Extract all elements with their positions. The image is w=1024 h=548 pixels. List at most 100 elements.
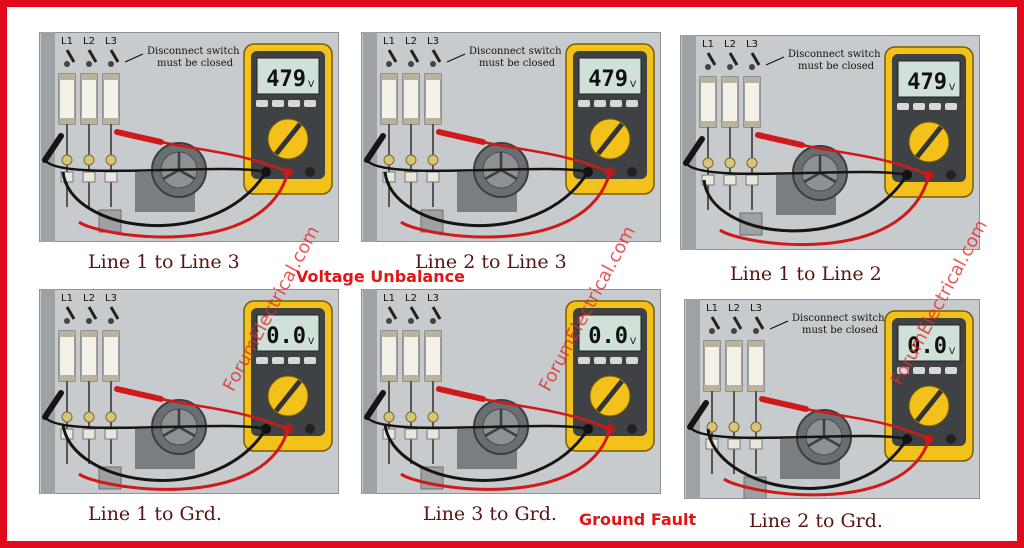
black-probe-cable bbox=[684, 162, 908, 177]
switch-label-l3: L3 bbox=[105, 293, 117, 304]
switch-blade-icon bbox=[87, 306, 98, 320]
switch-pivot-icon bbox=[753, 328, 759, 334]
amp-jack-icon bbox=[305, 424, 315, 434]
switch-label-l1: L1 bbox=[61, 293, 73, 304]
lcd-display bbox=[897, 324, 961, 362]
switch-blade-icon bbox=[754, 316, 765, 330]
contact-icon bbox=[404, 171, 418, 183]
switch-blade-icon bbox=[387, 306, 398, 320]
terminal-icon bbox=[427, 154, 439, 166]
meter-button-icon bbox=[929, 367, 941, 374]
terminal-icon bbox=[83, 154, 95, 166]
red-probe-cable bbox=[160, 140, 289, 174]
meter-button-icon bbox=[610, 357, 622, 364]
dial-pointer-icon bbox=[915, 125, 943, 159]
contact-icon bbox=[701, 174, 715, 186]
contact-icon bbox=[82, 428, 96, 440]
switch-blade-icon bbox=[65, 49, 76, 63]
meter-unit: V bbox=[949, 347, 956, 357]
switch-blade-icon bbox=[431, 49, 442, 63]
terminal-icon bbox=[383, 411, 395, 423]
meter-button-icon bbox=[288, 357, 300, 364]
fuse-cap-icon bbox=[744, 121, 760, 127]
red-probe-cable bbox=[482, 397, 611, 431]
caption-line1-line3: Line 1 to Line 3 bbox=[88, 251, 240, 273]
fuse-icon bbox=[102, 330, 120, 382]
switch-pivot-icon bbox=[86, 61, 92, 67]
red-probe-icon bbox=[436, 386, 486, 402]
red-probe-icon bbox=[114, 386, 164, 402]
red-probe-icon bbox=[114, 129, 164, 145]
switch-label-l2: L2 bbox=[83, 293, 95, 304]
note-disconnect-switch: Disconnect switch bbox=[469, 46, 562, 57]
terminal-icon bbox=[61, 411, 73, 423]
meter-button-icon bbox=[929, 103, 941, 110]
lcd-display bbox=[578, 57, 642, 95]
meter-button-icon bbox=[913, 103, 925, 110]
note-must-be-closed: must be closed bbox=[479, 58, 556, 69]
meter-unit: V bbox=[630, 80, 637, 90]
red-probe-icon bbox=[755, 132, 805, 148]
fuse-icon bbox=[402, 73, 420, 125]
contact-icon bbox=[104, 171, 118, 183]
meter-button-icon bbox=[610, 100, 622, 107]
switch-label-l2: L2 bbox=[405, 36, 417, 47]
switch-label-l2: L2 bbox=[724, 39, 736, 50]
terminal-icon bbox=[427, 411, 439, 423]
red-probe-cable bbox=[801, 143, 930, 177]
red-probe-cable bbox=[160, 397, 289, 431]
caption-line1-line2: Line 1 to Line 2 bbox=[730, 263, 882, 285]
switch-label-l1: L1 bbox=[702, 39, 714, 50]
contact-icon bbox=[426, 171, 440, 183]
fuse-icon bbox=[699, 76, 717, 128]
black-probe-cable bbox=[365, 416, 589, 431]
meter-button-icon bbox=[578, 357, 590, 364]
dial-pointer-icon bbox=[274, 379, 302, 413]
fuse-cap-icon bbox=[381, 331, 397, 337]
fuse-cap-icon bbox=[403, 375, 419, 381]
cabinet-edge bbox=[682, 35, 696, 250]
amp-jack-icon bbox=[305, 167, 315, 177]
contact-icon bbox=[745, 174, 759, 186]
switch-label-l3: L3 bbox=[746, 39, 758, 50]
switch-blade-icon bbox=[732, 316, 743, 330]
caption-line3-grd: Line 3 to Grd. bbox=[423, 503, 557, 525]
black-probe-icon bbox=[687, 400, 709, 430]
terminal-icon bbox=[83, 411, 95, 423]
fuse-icon bbox=[102, 73, 120, 125]
switch-blade-icon bbox=[728, 52, 739, 66]
switch-pivot-icon bbox=[86, 318, 92, 324]
note-disconnect-switch: Disconnect switch bbox=[788, 49, 881, 60]
contact-icon bbox=[382, 171, 396, 183]
caption-line1-grd: Line 1 to Grd. bbox=[88, 503, 222, 525]
meter-button-icon bbox=[304, 357, 316, 364]
caption-line2-grd: Line 2 to Grd. bbox=[749, 510, 883, 532]
meter-button-icon bbox=[594, 357, 606, 364]
fuse-cap-icon bbox=[700, 121, 716, 127]
contact-icon bbox=[104, 428, 118, 440]
switch-pivot-icon bbox=[705, 64, 711, 70]
fuse-cap-icon bbox=[81, 331, 97, 337]
switch-label-l3: L3 bbox=[105, 36, 117, 47]
meter-unit: V bbox=[949, 83, 956, 93]
red-probe-icon bbox=[759, 396, 809, 412]
switch-label-l2: L2 bbox=[728, 303, 740, 314]
fuse-cap-icon bbox=[103, 74, 119, 80]
contact-icon bbox=[404, 428, 418, 440]
fuse-cap-icon bbox=[381, 118, 397, 124]
switch-label-l3: L3 bbox=[427, 293, 439, 304]
red-test-lead bbox=[723, 438, 931, 497]
dial-pointer-icon bbox=[596, 122, 624, 156]
terminal-icon bbox=[702, 157, 714, 169]
contact-icon bbox=[426, 428, 440, 440]
switch-pivot-icon bbox=[64, 61, 70, 67]
black-test-lead bbox=[706, 428, 909, 490]
